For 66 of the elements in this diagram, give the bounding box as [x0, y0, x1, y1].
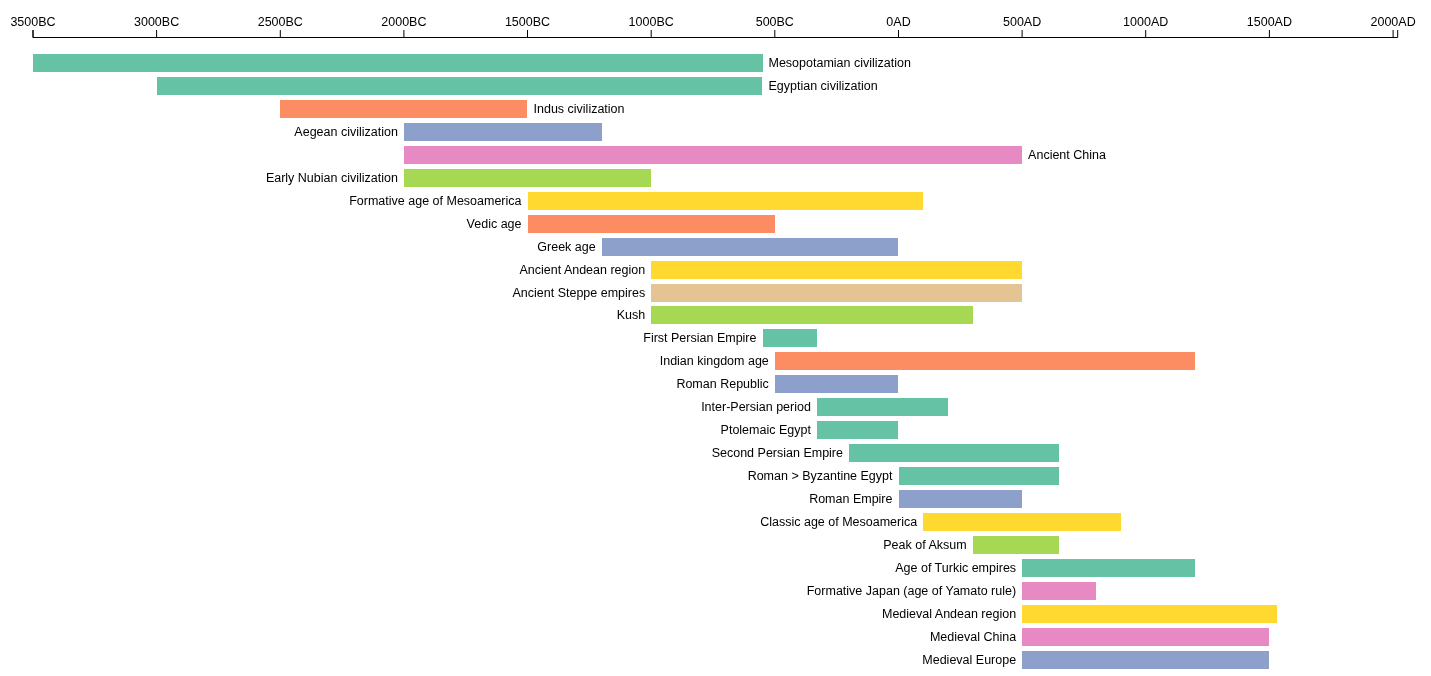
tick-label: 2000BC — [381, 15, 427, 30]
timeline-bar — [1022, 581, 1097, 600]
tick-label: 1500BC — [504, 15, 551, 30]
tick-label: 500BC — [755, 15, 794, 30]
tick-label: 0AD — [886, 15, 911, 30]
bar-label: Medieval Europe — [922, 651, 1017, 669]
timeline-bar — [33, 54, 763, 72]
timeline-bar — [972, 535, 1060, 554]
bar-label: Age of Turkic empires — [895, 559, 1017, 577]
bar-label: Ancient Andean region — [519, 261, 646, 279]
timeline-bar — [816, 398, 948, 417]
timeline-bar — [651, 283, 1023, 302]
timeline-bar — [898, 467, 1060, 486]
bar-label: Indus civilization — [533, 100, 625, 118]
timeline-bar — [601, 237, 899, 256]
bar-label: Second Persian Empire — [711, 445, 843, 463]
tick-label: 1000BC — [628, 15, 674, 30]
bar-label: Medieval Andean region — [882, 605, 1017, 623]
tick-label: 500AD — [1003, 15, 1042, 30]
bar-label: Egyptian civilization — [768, 77, 878, 95]
timeline-bar — [1022, 604, 1277, 623]
timeline-bar — [156, 76, 763, 95]
timeline-bar — [651, 260, 1023, 279]
timeline-bar — [774, 375, 899, 394]
timeline-bar — [651, 306, 973, 325]
timeline-bar — [403, 145, 1023, 164]
timeline-bar — [527, 191, 924, 210]
timeline-bar — [280, 99, 528, 118]
tick-label: 2500BC — [257, 15, 303, 30]
tick-label: 1000AD — [1123, 15, 1169, 30]
bar-label: Classic age of Mesoamerica — [760, 514, 918, 531]
timeline-bar — [527, 214, 775, 233]
timeline-bar — [403, 122, 602, 141]
bar-label: Greek age — [537, 238, 596, 256]
timeline-bar — [849, 444, 1060, 463]
timeline-bar — [1022, 558, 1196, 577]
tick-label: 3000BC — [134, 15, 180, 30]
bar-label: Vedic age — [466, 215, 522, 233]
tick-label: 1500AD — [1246, 15, 1292, 30]
bar-label: Mesopotamian civilization — [768, 55, 911, 72]
timeline-bar — [762, 329, 817, 348]
bar-label: Early Nubian civilization — [265, 169, 398, 187]
bar-label: Roman > Byzantine Egypt — [747, 468, 893, 486]
bar-label: Roman Republic — [676, 376, 769, 394]
bar-label: Medieval China — [929, 628, 1017, 646]
bar-label: Ancient China — [1028, 146, 1106, 164]
timeline-bar — [816, 421, 899, 440]
bar-label: First Persian Empire — [643, 330, 757, 348]
bar-label: Roman Empire — [809, 491, 893, 509]
timeline-bar — [1022, 627, 1270, 646]
bar-label: Ancient Steppe empires — [512, 284, 646, 302]
bar-label: Aegean civilization — [294, 123, 398, 141]
bar-label: Ptolemaic Egypt — [720, 422, 811, 440]
tick-label: 2000AD — [1370, 15, 1416, 30]
bar-label: Indian kingdom age — [659, 353, 769, 371]
bar-label: Inter-Persian period — [701, 399, 811, 417]
bar-label: Formative age of Mesoamerica — [349, 192, 522, 210]
timeline-bar — [898, 490, 1023, 509]
timeline-bar — [1022, 650, 1270, 669]
timeline-bar — [923, 513, 1121, 531]
bar-label: Kush — [616, 307, 646, 325]
timeline-bar — [403, 168, 652, 187]
tick-label: 3500BC — [10, 15, 56, 30]
bar-label: Formative Japan (age of Yamato rule) — [806, 582, 1017, 600]
bar-label: Peak of Aksum — [883, 536, 967, 554]
timeline-bar — [774, 352, 1196, 371]
